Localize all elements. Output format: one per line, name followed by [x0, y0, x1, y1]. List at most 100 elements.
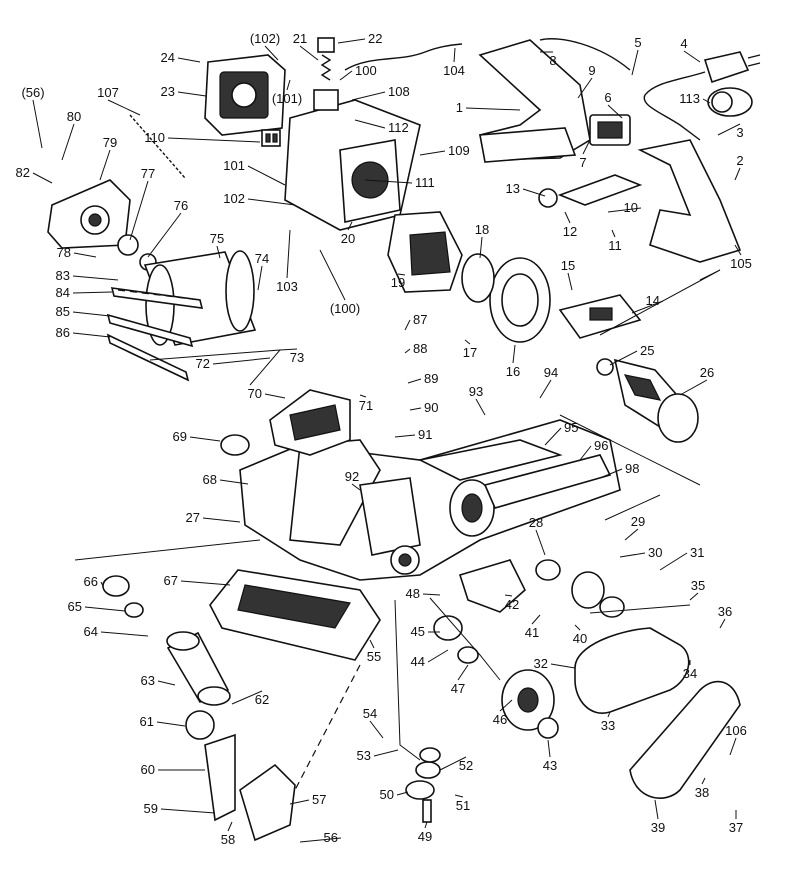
leader-line — [72, 275, 119, 281]
leader-line — [631, 49, 639, 76]
part-number-label: 109 — [448, 143, 470, 158]
main-body-part — [239, 419, 621, 581]
part-number-label: 104 — [443, 63, 465, 78]
part-number-label: 50 — [380, 787, 394, 802]
leader-line — [654, 799, 659, 820]
leader-line — [202, 517, 241, 523]
leader-line — [339, 70, 353, 81]
part-number-label: 2 — [736, 153, 743, 168]
leader-line — [279, 348, 298, 351]
brush-holder-part — [261, 129, 281, 147]
leader-line — [453, 47, 456, 63]
leader-line — [177, 57, 201, 63]
leader-line — [454, 794, 464, 798]
part-number-label: 82 — [16, 165, 30, 180]
ring-part — [433, 615, 463, 641]
leader-line — [729, 737, 737, 756]
front-plate-part — [483, 454, 612, 509]
leader-line — [364, 179, 413, 184]
leader-line — [734, 167, 741, 181]
part-number-label: 62 — [255, 692, 269, 707]
part-number-label: 85 — [56, 304, 70, 319]
part-number-label: 86 — [56, 325, 70, 340]
part-number-label: 77 — [141, 166, 155, 181]
part-number-label: (101) — [272, 91, 302, 106]
leader-line — [107, 99, 141, 116]
switch-part — [589, 114, 631, 146]
guide-line — [559, 414, 701, 486]
roller-part — [166, 631, 231, 706]
part-number-label: 84 — [56, 285, 70, 300]
part-number-label: 41 — [525, 625, 539, 640]
part-number-label: 101 — [223, 158, 245, 173]
cord-part — [643, 71, 706, 141]
part-number-label: 3 — [736, 125, 743, 140]
cover-part — [269, 389, 351, 456]
leader-line — [351, 483, 361, 491]
connector-part — [538, 174, 643, 208]
leader-line — [465, 107, 521, 111]
leader-line — [216, 245, 221, 259]
part-number-label: 33 — [601, 718, 615, 733]
leader-line — [180, 580, 231, 586]
leader-line — [373, 749, 399, 757]
part-number-label: 108 — [388, 84, 410, 99]
part-number-label: 64 — [84, 624, 98, 639]
leader-line — [535, 529, 546, 556]
part-number-label: 60 — [141, 762, 155, 777]
leader-line — [689, 592, 699, 601]
leader-line — [619, 552, 646, 558]
part-number-label: 63 — [141, 673, 155, 688]
leader-line — [354, 119, 386, 129]
ring-part — [489, 257, 551, 343]
part-number-label: 69 — [173, 429, 187, 444]
part-number-label: 12 — [563, 224, 577, 239]
plug-part — [703, 51, 761, 84]
handle-part — [478, 39, 591, 163]
part-number-label: (102) — [250, 31, 280, 46]
leader-line — [247, 198, 296, 206]
field-coil-part — [387, 211, 463, 293]
part-number-label: 58 — [221, 832, 235, 847]
leader-line — [72, 332, 111, 338]
part-number-label: 20 — [341, 231, 355, 246]
leader-line — [439, 756, 467, 771]
leader-line — [319, 249, 346, 301]
leader-line — [394, 434, 416, 438]
leader-line — [247, 165, 286, 186]
leader-line — [299, 837, 342, 843]
leader-line — [73, 252, 97, 258]
leader-line — [512, 344, 516, 364]
leader-line — [264, 45, 279, 61]
leader-line — [574, 624, 581, 631]
part-number-label: 17 — [463, 345, 477, 360]
leader-line — [567, 272, 573, 291]
leader-line — [407, 378, 422, 384]
part-number-label: 106 — [725, 723, 747, 738]
leader-line — [72, 311, 111, 317]
part-number-label: 32 — [534, 656, 548, 671]
chain-part — [129, 114, 186, 179]
part-number-label: 95 — [564, 420, 578, 435]
leader-line — [129, 180, 149, 241]
part-number-label: 79 — [103, 135, 117, 150]
part-number-label: 47 — [451, 681, 465, 696]
part-number-label: 68 — [203, 472, 217, 487]
part-number-label: 98 — [625, 461, 639, 476]
leader-line — [564, 211, 571, 224]
leader-line — [734, 244, 742, 256]
part-number-label: 92 — [345, 469, 359, 484]
dashed-guide — [117, 289, 201, 301]
leader-line — [61, 123, 75, 161]
leader-line — [289, 799, 310, 805]
end-cover-part — [204, 54, 286, 136]
part-number-label: 7 — [579, 155, 586, 170]
leader-line — [550, 663, 576, 669]
leader-line — [397, 273, 406, 276]
part-number-label: 48 — [406, 586, 420, 601]
knob-part — [220, 434, 250, 456]
plate-part — [106, 287, 204, 382]
part-number-label: 34 — [683, 666, 697, 681]
leader-line — [577, 77, 593, 99]
